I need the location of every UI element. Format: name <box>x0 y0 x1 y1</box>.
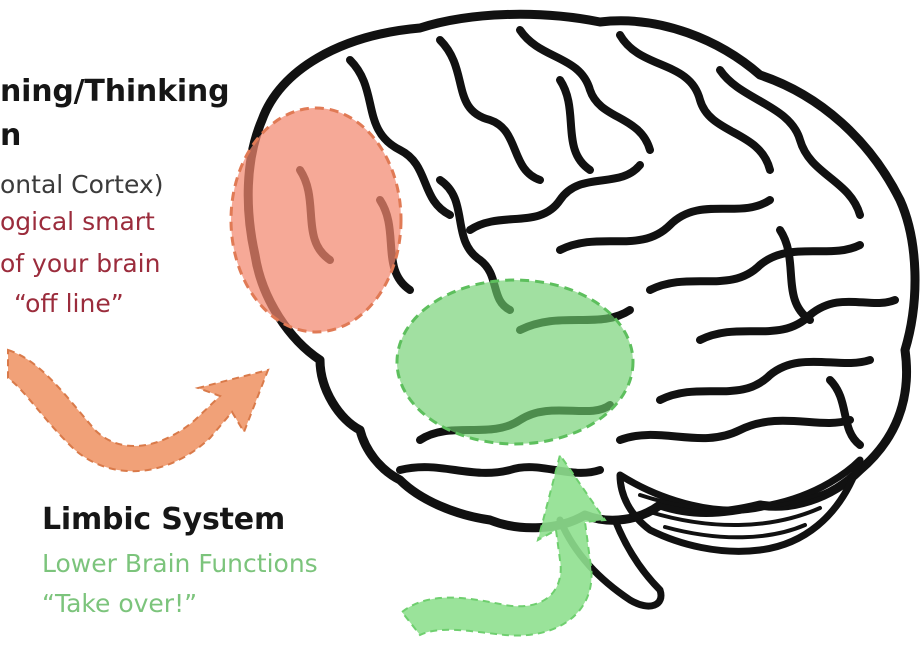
prefrontal-region-label: ontal Cortex) <box>0 170 163 199</box>
limbic-heading: Limbic System <box>42 502 285 537</box>
limbic-system-highlight <box>397 280 633 444</box>
prefrontal-heading-line2: n <box>0 118 21 153</box>
prefrontal-desc-line2: of your brain <box>0 249 160 278</box>
prefrontal-desc-line3: “off line” <box>14 289 124 318</box>
limbic-desc-line1: Lower Brain Functions <box>42 549 318 578</box>
green-curved-arrow <box>402 455 605 636</box>
limbic-desc-line2: “Take over!” <box>42 589 197 618</box>
prefrontal-heading-line1: ning/Thinking <box>0 74 229 109</box>
orange-curved-arrow <box>8 350 268 471</box>
prefrontal-desc-line1: ogical smart <box>0 207 155 236</box>
prefrontal-cortex-highlight <box>231 108 401 332</box>
